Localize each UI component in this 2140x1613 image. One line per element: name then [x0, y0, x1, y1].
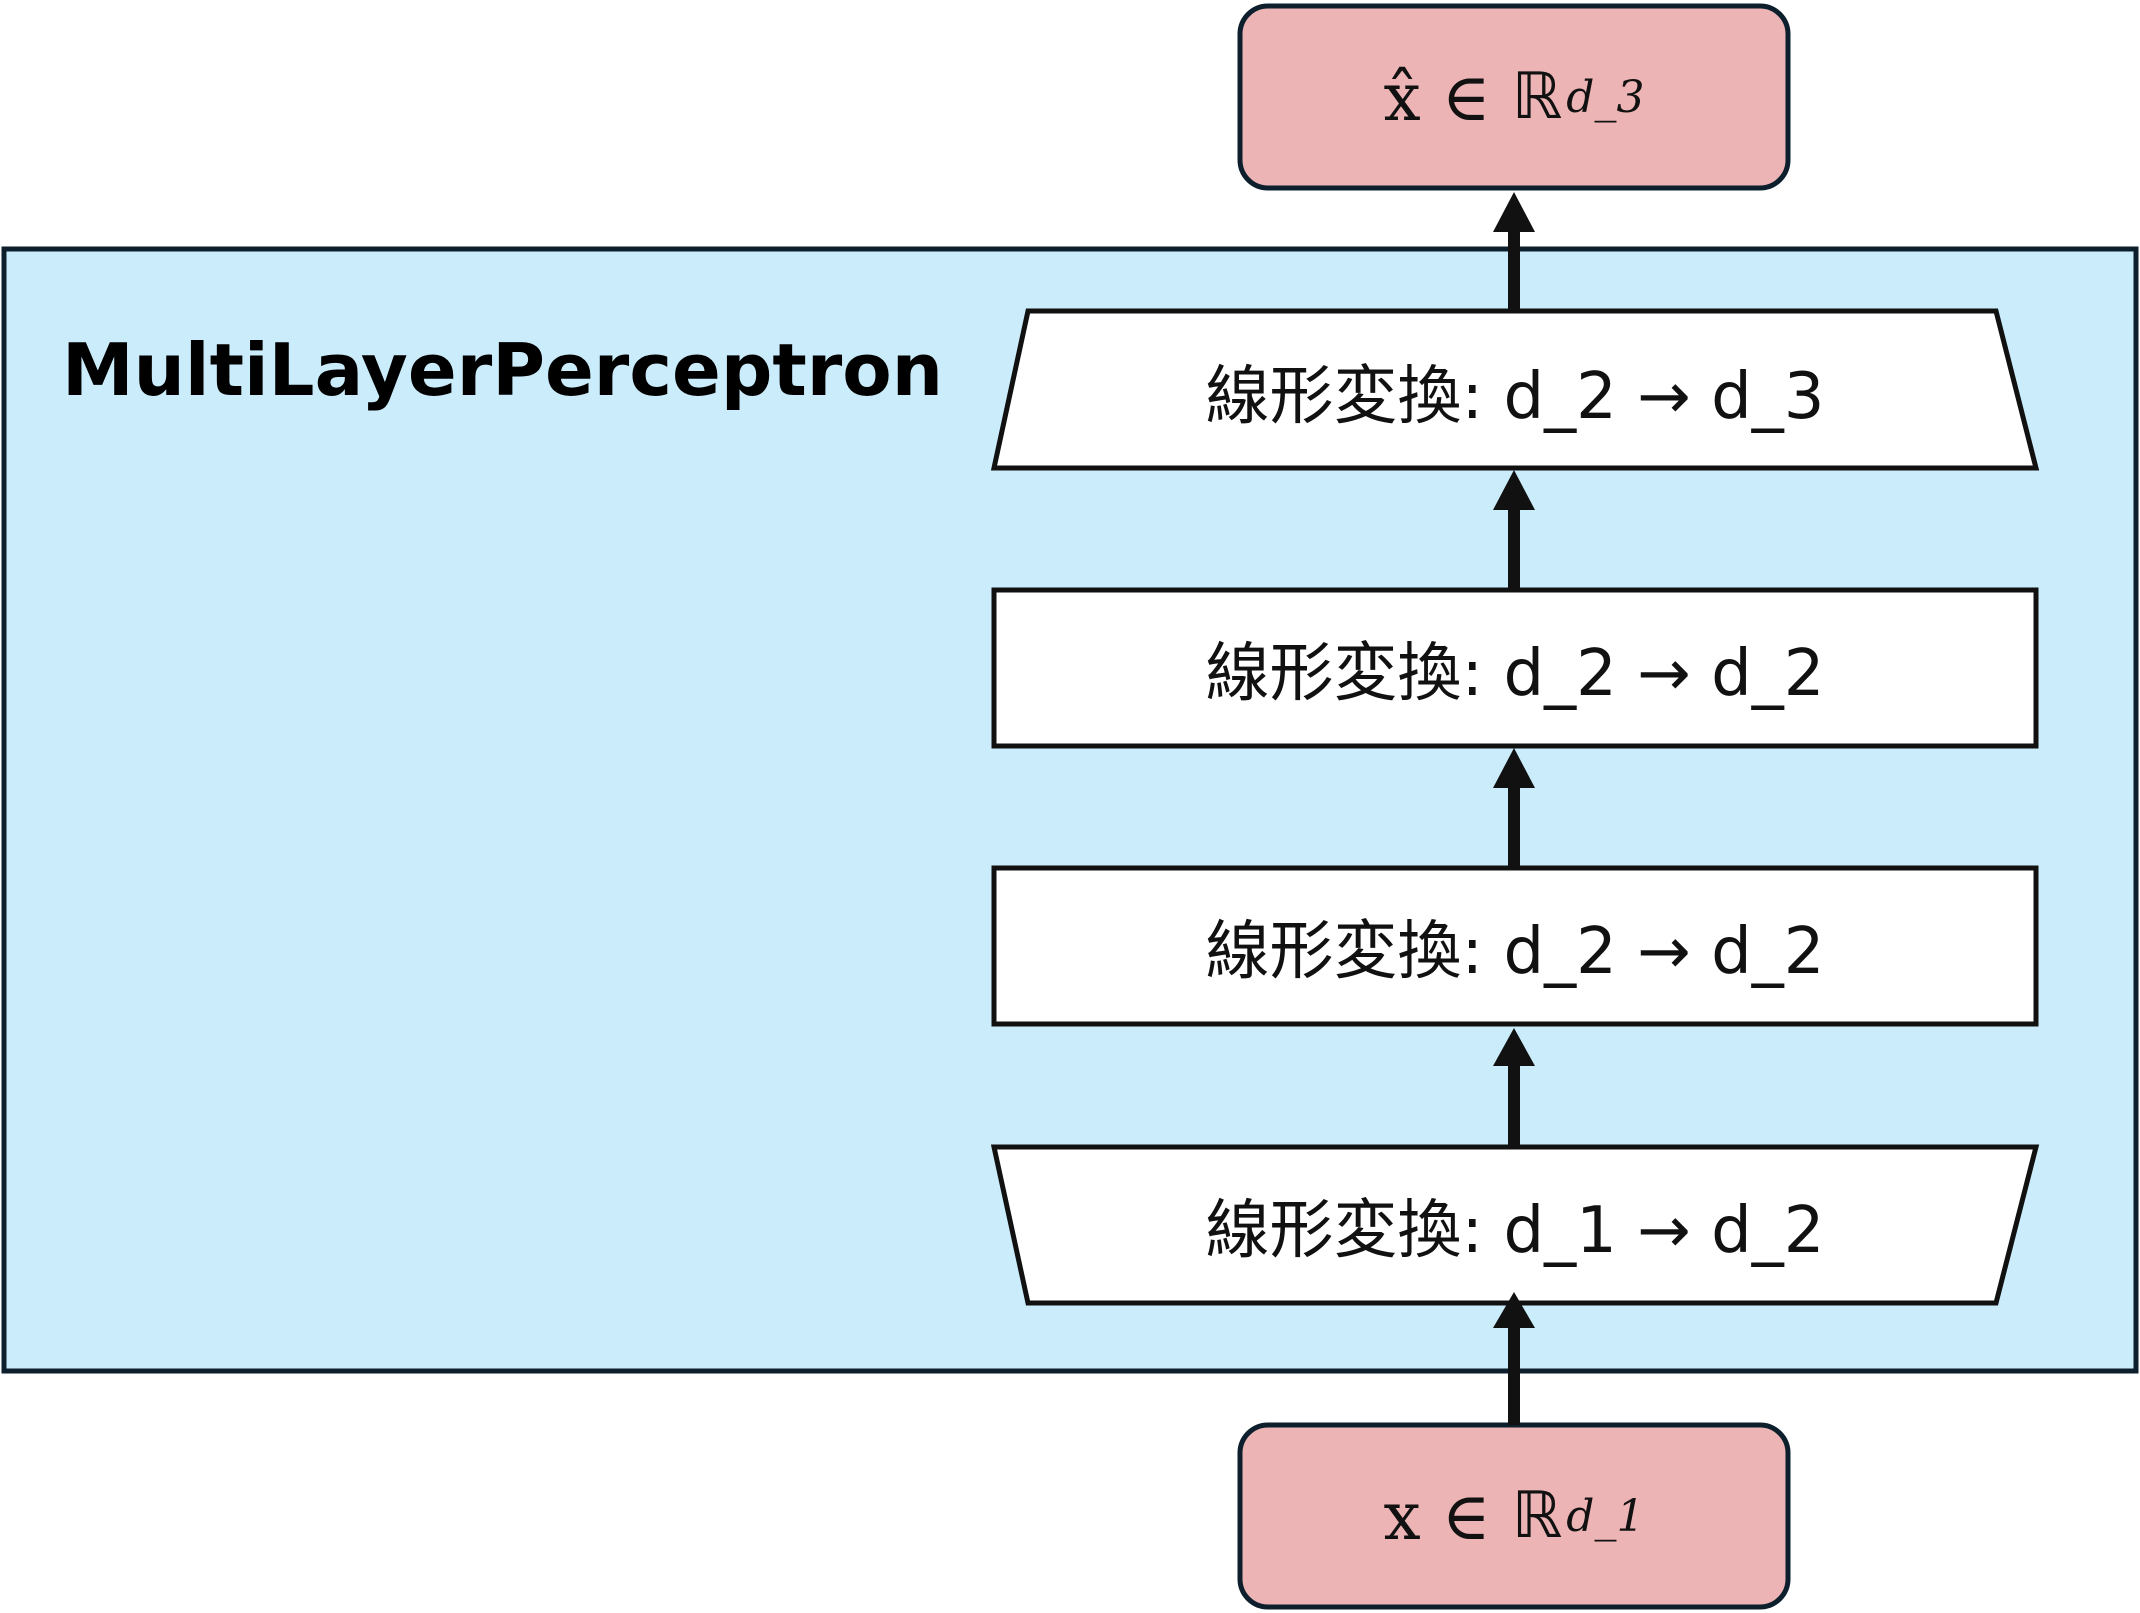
layer-box-4	[990, 1144, 2040, 1306]
container-title: MultiLayerPerceptron	[62, 328, 944, 412]
layer-box-2	[991, 587, 2039, 749]
layer-box-1	[990, 308, 2040, 471]
output-relation: ∈	[1441, 58, 1491, 136]
input-superscript: d_1	[1566, 1490, 1645, 1542]
layer-label-1: 線形変換: d_2 → d_3	[1205, 360, 1825, 434]
output-node-box	[1237, 3, 1791, 191]
layer-label-4: 線形変換: d_1 → d_2	[1205, 1194, 1825, 1268]
arrow-layer4-to-layer3	[1493, 1028, 1535, 1147]
arrow-input-to-layer4	[1493, 1292, 1535, 1425]
arrow-layer3-to-layer2	[1493, 748, 1535, 868]
output-space: ℝ	[1511, 60, 1563, 134]
layer-box-3	[991, 865, 2039, 1027]
arrow-layer2-to-layer1	[1493, 470, 1535, 590]
input-space: ℝ	[1511, 1479, 1563, 1553]
layer-label-2: 線形変換: d_2 → d_2	[1205, 637, 1825, 711]
input-relation: ∈	[1441, 1477, 1491, 1555]
layer-label-3: 線形変換: d_2 → d_2	[1205, 915, 1825, 989]
input-symbol: x	[1383, 1477, 1421, 1555]
arrow-layer1-to-output	[1493, 192, 1535, 311]
output-superscript: d_3	[1566, 71, 1645, 123]
output-symbol: x̂	[1383, 58, 1421, 136]
